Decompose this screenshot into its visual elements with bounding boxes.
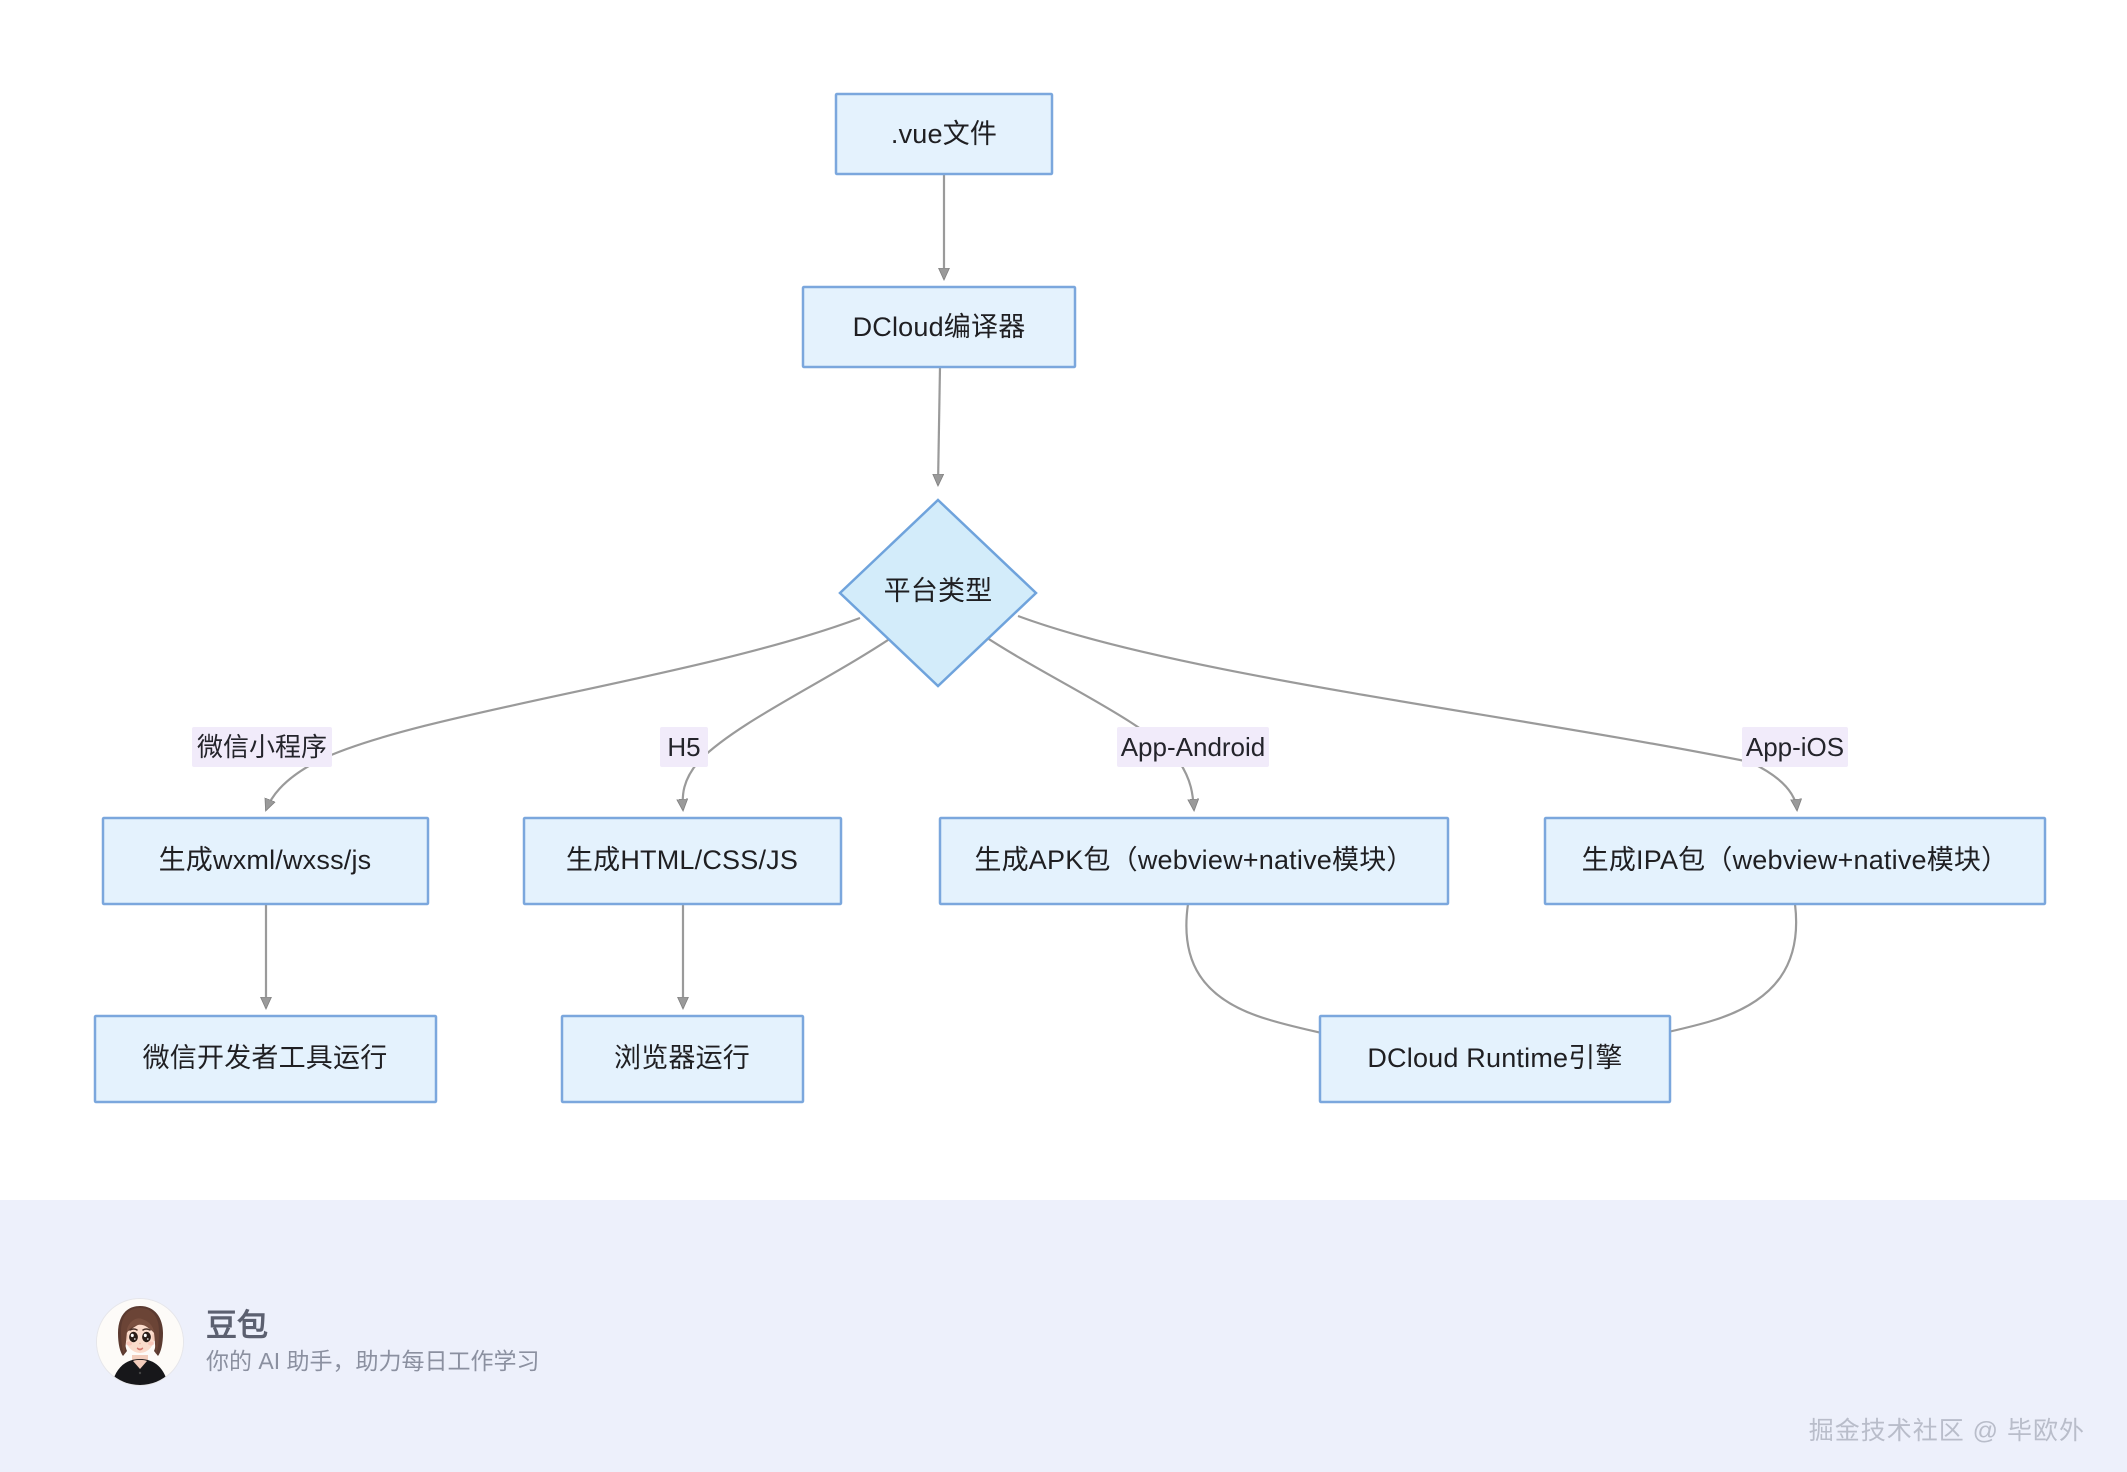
edge-platform-to-ipa xyxy=(1017,614,1797,810)
flowchart-canvas: 微信小程序 H5 App-Android App-iOS .vue文件 xyxy=(93,92,2047,1104)
node-label: .vue文件 xyxy=(891,119,997,149)
node-label: 微信开发者工具运行 xyxy=(143,1043,388,1073)
node-generate-html[interactable]: 生成HTML/CSS/JS xyxy=(522,816,843,906)
node-platform-type[interactable]: 平台类型 xyxy=(838,498,1038,688)
edge-label-app-ios: App-iOS xyxy=(1742,727,1848,767)
node-label: 浏览器运行 xyxy=(614,1043,750,1073)
node-browser-run[interactable]: 浏览器运行 xyxy=(560,1014,805,1104)
avatar-illustration-icon xyxy=(97,1299,183,1385)
edge-platform-to-apk xyxy=(977,631,1194,810)
edge-label-wechat-miniprogram: 微信小程序 xyxy=(192,727,332,767)
edge-label-app-android: App-Android xyxy=(1117,727,1269,767)
edge-label-text: App-Android xyxy=(1121,732,1266,762)
brand-row: 豆包 你的 AI 助手，助力每日工作学习 xyxy=(96,1298,540,1386)
node-dcloud-compiler[interactable]: DCloud编译器 xyxy=(801,285,1077,369)
node-generate-wxml[interactable]: 生成wxml/wxss/js xyxy=(101,816,430,906)
node-vue-file[interactable]: .vue文件 xyxy=(834,92,1054,176)
edge-apk-to-runtime xyxy=(1185,903,1340,1038)
watermark: 掘金技术社区 @ 毕欧外 xyxy=(1808,1417,2085,1445)
edge-label-text: App-iOS xyxy=(1746,732,1844,762)
node-label: 生成IPA包（webview+native模块） xyxy=(1582,845,2009,875)
node-label: DCloud Runtime引擎 xyxy=(1367,1043,1622,1073)
brand-tagline: 你的 AI 助手，助力每日工作学习 xyxy=(206,1348,540,1375)
node-label: 生成HTML/CSS/JS xyxy=(566,845,798,875)
edge-platform-to-html xyxy=(683,631,901,810)
node-label: DCloud编译器 xyxy=(853,312,1026,342)
node-wechat-devtool-run[interactable]: 微信开发者工具运行 xyxy=(93,1014,438,1104)
edge-label-text: 微信小程序 xyxy=(197,732,327,762)
brand-text: 豆包 你的 AI 助手，助力每日工作学习 xyxy=(206,1309,540,1374)
node-label: 平台类型 xyxy=(884,576,993,606)
avatar xyxy=(96,1298,184,1386)
node-generate-apk[interactable]: 生成APK包（webview+native模块） xyxy=(938,816,1450,906)
edge-platform-to-wxml xyxy=(266,616,861,810)
edge-compiler-to-platform xyxy=(938,366,940,485)
footer-band: 豆包 你的 AI 助手，助力每日工作学习 掘金技术社区 @ 毕欧外 xyxy=(0,1200,2127,1472)
node-generate-ipa[interactable]: 生成IPA包（webview+native模块） xyxy=(1543,816,2047,906)
node-label: 生成APK包（webview+native模块） xyxy=(974,845,1413,875)
edge-label-text: H5 xyxy=(667,732,700,762)
flowchart-svg: 微信小程序 H5 App-Android App-iOS .vue文件 xyxy=(93,92,2047,1104)
edge-label-group: 微信小程序 H5 App-Android App-iOS xyxy=(192,727,1848,767)
node-label: 生成wxml/wxss/js xyxy=(159,845,372,875)
node-dcloud-runtime[interactable]: DCloud Runtime引擎 xyxy=(1318,1014,1672,1104)
brand-name: 豆包 xyxy=(206,1308,268,1344)
edge-label-h5: H5 xyxy=(660,727,708,767)
